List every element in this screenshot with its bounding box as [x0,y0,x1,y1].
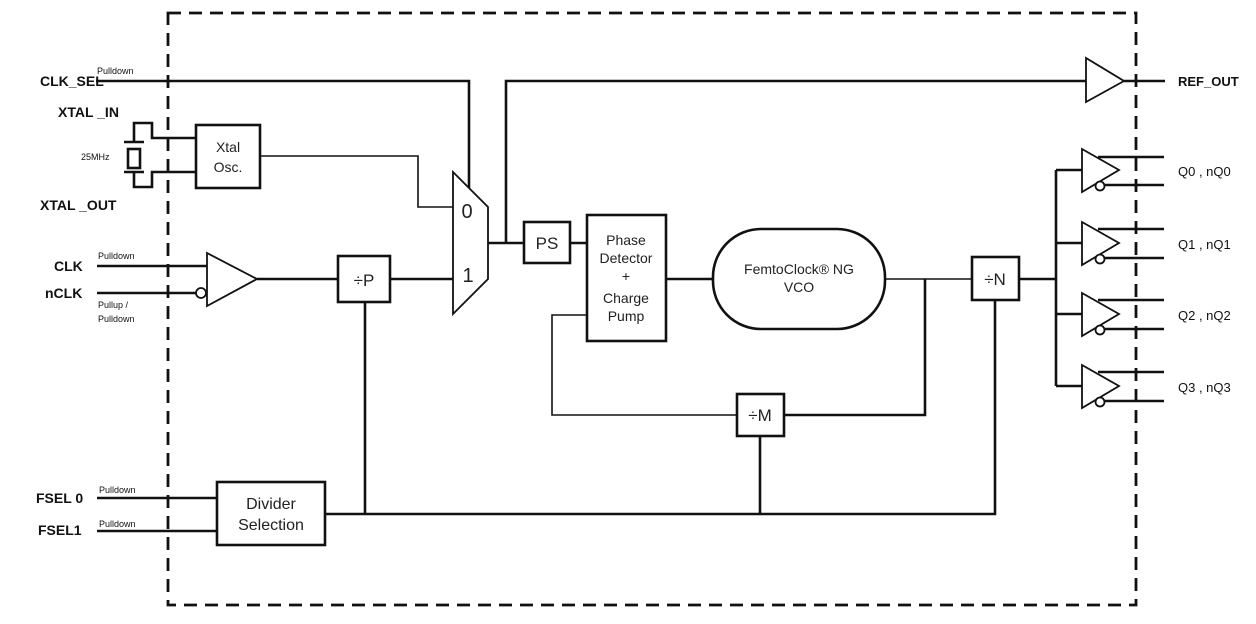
divider-select-bus [325,300,997,516]
clk-sel-wire [96,79,471,188]
fsel1-pulldown-note: Pulldown [99,519,136,529]
ps-label: PS [536,234,559,253]
fsel1-input: FSEL1 Pulldown [38,519,217,538]
pfd-line4: Charge [603,290,649,306]
div-n-label: ÷N [984,270,1006,289]
divider-selection-line1: Divider [246,496,296,513]
nclk-note-line1: Pullup / [98,300,129,310]
clk-input: CLK Pulldown [54,251,207,274]
divider-selection-line2: Selection [238,517,304,534]
fsel0-input: FSEL 0 Pulldown [36,485,217,506]
pfd-line5: Pump [608,308,645,324]
xtal-osc-block: Xtal Osc. [194,123,262,190]
ref-out-label: REF_OUT [1178,74,1239,89]
clk-sel-label: CLK_SEL [40,73,104,89]
crystal-icon [124,121,196,189]
ps-block: PS [522,220,572,265]
ref-out-buffer-icon [1085,56,1126,104]
xtal-to-mux-wire [260,155,453,208]
divm-to-pfd-wire [551,314,737,416]
div-p-block: ÷P [336,254,392,304]
xtal-out-label: XTAL _OUT [40,197,117,213]
ref-out-wire [504,79,1093,243]
nclk-note-line2: Pulldown [98,314,135,324]
xtal-osc-line2: Osc. [214,159,243,175]
output-buffer-q0: Q0 , nQ0 [1056,147,1231,194]
output-buffer-q3: Q3 , nQ3 [1056,363,1231,410]
crystal-input: XTAL _IN XTAL _OUT 25MHz [40,104,196,213]
pfd-line1: Phase [606,232,646,248]
phase-detector-block: Phase Detector + Charge Pump [585,213,668,343]
fsel1-label: FSEL1 [38,522,82,538]
div-n-block: ÷N [970,255,1021,302]
output-buffer-q2: Q2 , nQ2 [1056,291,1231,338]
input-mux: 0 1 [452,169,489,317]
output-buffer-q1: Q1 , nQ1 [1056,220,1231,267]
clk-sel-input: CLK_SEL Pulldown [40,66,471,188]
input-buffer-icon [195,251,259,308]
nclk-label: nCLK [45,285,82,301]
xtal-in-label: XTAL _IN [58,104,119,120]
vco-line2: VCO [784,279,814,295]
mux-input-0: 0 [461,201,472,223]
clk-label: CLK [54,258,83,274]
nclk-input: nCLK Pullup / Pulldown [45,285,196,324]
mux-input-1: 1 [462,265,473,287]
div-m-label: ÷M [748,406,772,425]
q0-label: Q0 , nQ0 [1178,164,1231,179]
crystal-frequency: 25MHz [81,152,110,162]
chip-boundary [166,11,1138,607]
vco-line1: FemtoClock® NG [744,261,854,277]
fsel0-pulldown-note: Pulldown [99,485,136,495]
q1-label: Q1 , nQ1 [1178,237,1231,252]
vco-to-divm-wire [784,279,927,417]
pfd-line3: + [622,268,630,284]
q3-label: Q3 , nQ3 [1178,380,1231,395]
pfd-line2: Detector [600,250,653,266]
div-m-block: ÷M [735,392,786,438]
fsel0-label: FSEL 0 [36,490,83,506]
xtal-osc-line1: Xtal [216,139,240,155]
div-p-label: ÷P [354,271,375,290]
vco-block: FemtoClock® NG VCO [711,227,887,331]
clk-pulldown-note: Pulldown [98,251,135,261]
q2-label: Q2 , nQ2 [1178,308,1231,323]
divider-selection-block: Divider Selection [215,480,327,547]
clk-sel-pulldown-note: Pulldown [97,66,134,76]
